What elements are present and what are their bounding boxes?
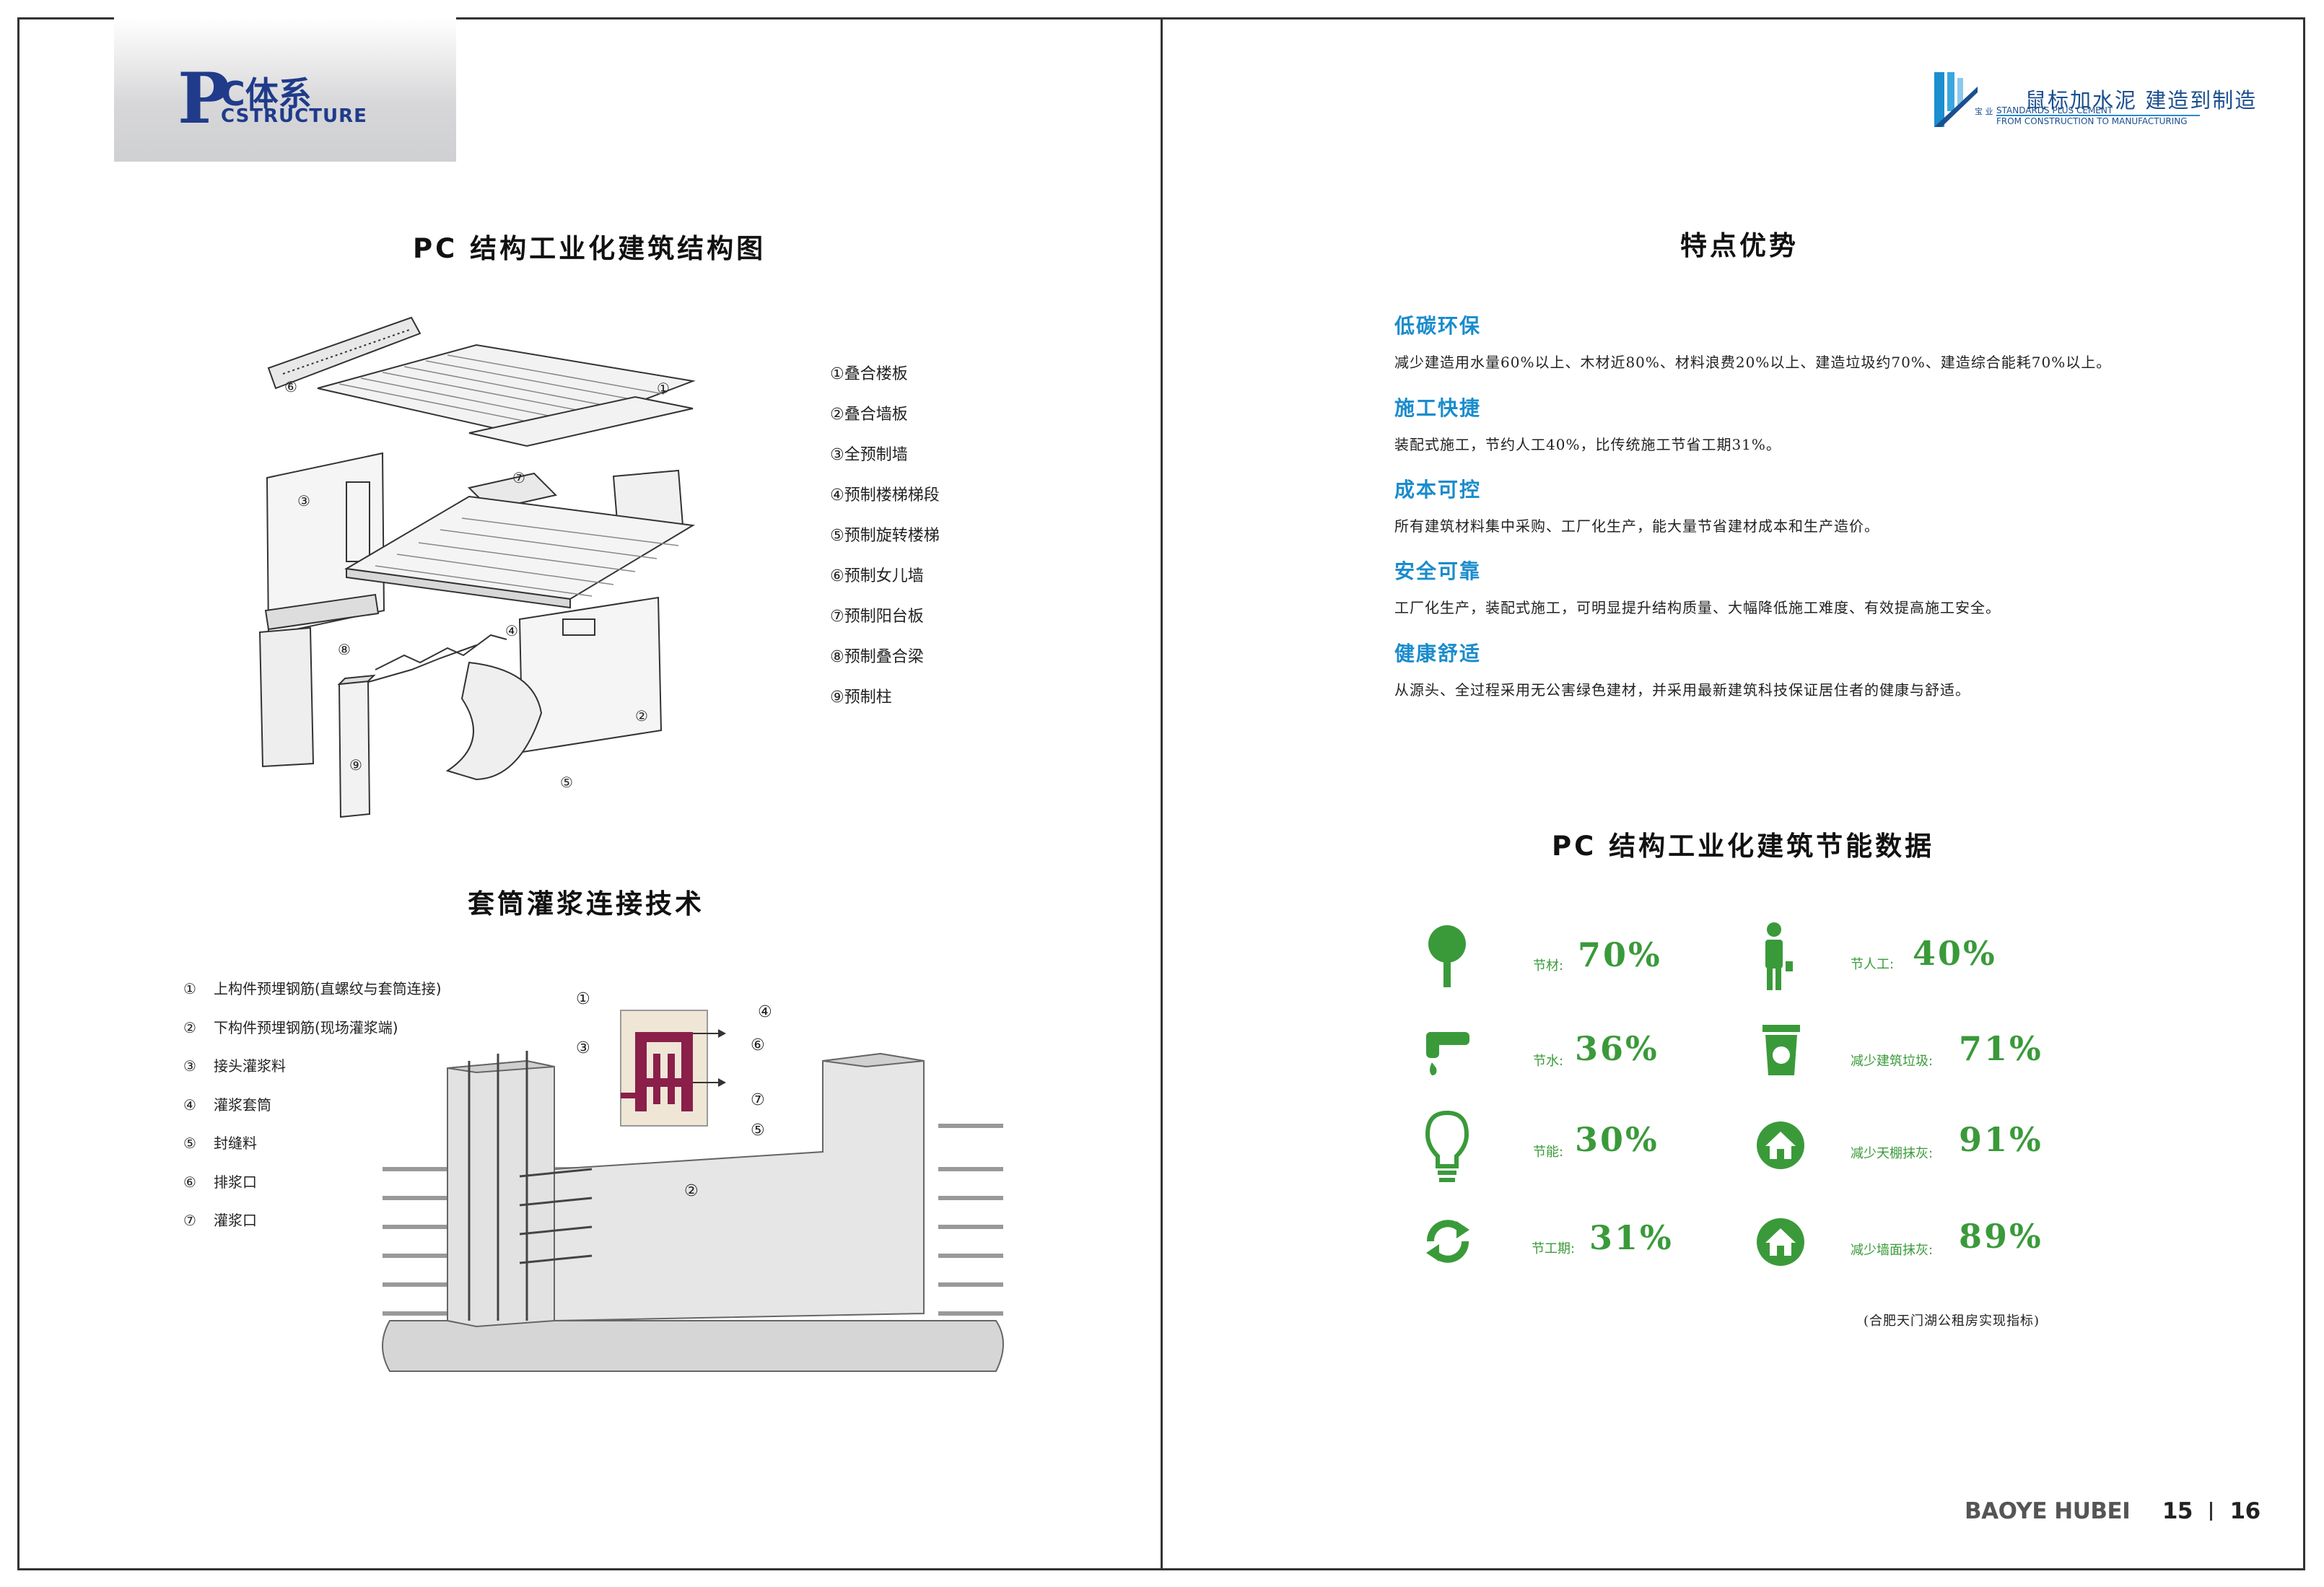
slogan-divider [1996, 115, 2200, 116]
faucet-icon [1426, 1032, 1469, 1075]
stat-value: 30% [1575, 1120, 1659, 1159]
feature-heading: 低碳环保 [1394, 314, 1482, 338]
worker-icon [1765, 922, 1793, 990]
stat-value: 70% [1578, 935, 1662, 974]
stat-value: 89% [1959, 1217, 2043, 1256]
sleeve-grouting-diagram [382, 1010, 1004, 1372]
feature-desc: 所有建筑材料集中采购、工厂化生产，能大量节省建材成本和生产造价。 [1394, 517, 1879, 535]
stat-label: 减少建筑垃圾: [1851, 1054, 1934, 1069]
slogan-en-2: FROM CONSTRUCTION TO MANUFACTURING [1996, 116, 2188, 126]
marker-5: ⑤ [560, 774, 573, 791]
legend-item: ①叠合楼板 [830, 365, 908, 383]
logo-letter: P [178, 58, 230, 139]
slogan-cn: 鼠标加水泥 建造到制造 [2025, 88, 2258, 113]
stat-label: 节能: [1533, 1145, 1564, 1160]
legend-item: ⑥预制女儿墙 [830, 567, 924, 585]
stat-label: 节材: [1533, 958, 1564, 974]
marker-1: ① [657, 380, 670, 397]
source-note: (合肥天门湖公租房实现指标) [1864, 1313, 2040, 1329]
title-sleeve-grouting: 套筒灌浆连接技术 [468, 888, 704, 919]
house-icon [1757, 1122, 1804, 1169]
feature-heading: 健康舒适 [1394, 642, 1482, 665]
stat-value: 40% [1913, 934, 1997, 973]
stat-value: 31% [1589, 1218, 1674, 1257]
stat-value: 71% [1959, 1029, 2043, 1068]
stat-label: 节人工: [1851, 957, 1895, 972]
footer-brand: BAOYE HUBEI [1965, 1498, 2131, 1524]
legend-item: ④预制楼梯梯段 [830, 486, 940, 504]
feature-heading: 成本可控 [1394, 478, 1482, 502]
logo-en: CSTRUCTURE [221, 105, 367, 127]
stat-value: 36% [1575, 1029, 1659, 1068]
stat-label: 节工期: [1532, 1241, 1576, 1256]
feature-heading: 安全可靠 [1394, 559, 1482, 583]
marker-6: ⑥ [284, 378, 297, 395]
exploded-structure-diagram [258, 316, 696, 818]
left-header-logo: P C体系 CSTRUCTURE [114, 17, 456, 162]
stat-label: 节水: [1533, 1054, 1564, 1069]
legend-item: ③全预制墙 [830, 446, 908, 464]
marker-sleeve-6: ⑥ [751, 1036, 765, 1054]
page-spine [1161, 17, 1163, 1570]
marker-2: ② [635, 707, 648, 725]
brand-small: 宝 业 [1975, 107, 1993, 116]
brand-logo-icon [1934, 72, 1978, 127]
title-structure-diagram: PC 结构工业化建筑结构图 [413, 233, 766, 264]
feature-desc: 从源头、全过程采用无公害绿色建材，并采用最新建筑科技保证居住者的健康与舒适。 [1394, 681, 1970, 699]
legend-item: ⑦预制阳台板 [830, 608, 924, 626]
stat-label: 减少墙面抹灰: [1851, 1243, 1934, 1258]
feature-desc: 减少建造用水量60%以上、木材近80%、材料浪费20%以上、建造垃圾约70%、建… [1394, 354, 2112, 371]
page-separator [2210, 1502, 2213, 1521]
feature-safety: 安全可靠 工厂化生产，装配式施工，可明显提升结构质量、大幅降低施工难度、有效提高… [1394, 556, 2001, 617]
lightbulb-icon [1425, 1110, 1469, 1182]
legend-item: ⑧预制叠合梁 [830, 648, 924, 666]
marker-8: ⑧ [338, 641, 351, 658]
title-energy-data: PC 结构工业化建筑节能数据 [1552, 831, 1935, 862]
feature-fast-construction: 施工快捷 装配式施工，节约人工40%，比传统施工节省工期31%。 [1394, 393, 1781, 454]
feature-desc: 工厂化生产，装配式施工，可明显提升结构质量、大幅降低施工难度、有效提高施工安全。 [1394, 599, 2001, 616]
stat-label: 减少天棚抹灰: [1851, 1146, 1934, 1161]
structure-legend: ①叠合楼板 ②叠合墙板 ③全预制墙 ④预制楼梯梯段 ⑤预制旋转楼梯 ⑥预制女儿墙… [830, 361, 940, 725]
stat-value: 91% [1959, 1120, 2043, 1159]
marker-4: ④ [505, 622, 518, 639]
marker-3: ③ [297, 492, 310, 510]
tree-icon [1428, 925, 1466, 987]
marker-sleeve-4: ④ [758, 1003, 772, 1021]
marker-sleeve-1: ① [576, 990, 590, 1008]
recycle-bin-icon [1762, 1025, 1800, 1075]
feature-heading: 施工快捷 [1394, 396, 1482, 420]
legend-item: ⑨预制柱 [830, 688, 892, 707]
footer: BAOYE HUBEI 15 16 [1965, 1498, 2260, 1524]
marker-9: ⑨ [349, 756, 362, 774]
slogan-en-1: STANDARDS PLUS CEMENT [1996, 105, 2113, 115]
page-number-left: 15 [2162, 1498, 2193, 1524]
feature-health: 健康舒适 从源头、全过程采用无公害绿色建材，并采用最新建筑科技保证居住者的健康与… [1394, 638, 1970, 699]
marker-sleeve-3: ③ [576, 1039, 590, 1057]
title-features: 特点优势 [1680, 230, 1799, 261]
page-number-right: 16 [2229, 1498, 2261, 1524]
marker-sleeve-2: ② [684, 1182, 699, 1200]
cycle-arrows-icon [1426, 1220, 1469, 1263]
marker-sleeve-7: ⑦ [751, 1091, 765, 1109]
marker-sleeve-5: ⑤ [751, 1122, 765, 1140]
logo-cn: C体系 [221, 74, 312, 113]
feature-low-carbon: 低碳环保 减少建造用水量60%以上、木材近80%、材料浪费20%以上、建造垃圾约… [1394, 310, 2111, 372]
feature-cost-control: 成本可控 所有建筑材料集中采购、工厂化生产，能大量节省建材成本和生产造价。 [1394, 474, 1879, 535]
house-icon [1757, 1218, 1804, 1266]
legend-item: ②叠合墙板 [830, 406, 908, 424]
legend-item: ⑤预制旋转楼梯 [830, 527, 940, 545]
feature-desc: 装配式施工，节约人工40%，比传统施工节省工期31%。 [1394, 436, 1781, 453]
marker-7: ⑦ [512, 469, 525, 486]
